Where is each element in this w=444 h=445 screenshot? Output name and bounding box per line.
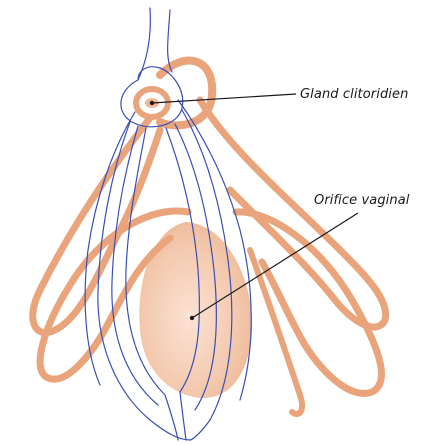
- clitoral-hood: [160, 61, 212, 126]
- gland-leader-line: [152, 94, 296, 103]
- right-vestibular-bulb: [236, 212, 381, 393]
- gland-label: Gland clitoridien: [300, 87, 408, 102]
- orifice-label: Orifice vaginal: [314, 193, 410, 208]
